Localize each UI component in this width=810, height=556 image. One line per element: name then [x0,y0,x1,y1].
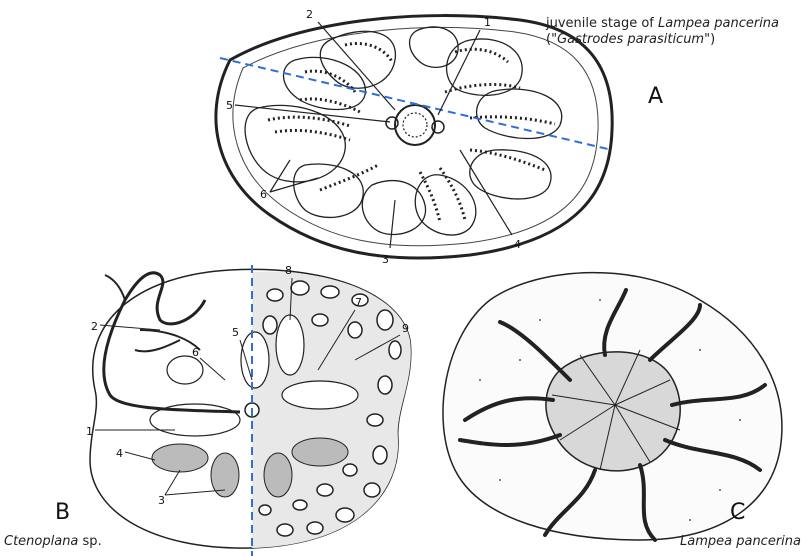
panel-a-label-4: 4 [514,238,521,251]
panel-b-caption-genus: Ctenoplana [4,534,78,549]
panel-b-gonad [292,438,348,466]
panel-b-canal-vesicle [321,286,339,298]
panel-a-caption: juvenile stage of Lampea pancerina ("Gas… [546,16,779,48]
panel-a-caption-open: (" [546,32,557,47]
panel-b-canal-vesicle [378,376,392,394]
panel-b-canal-vesicle [307,522,323,534]
panel-a-caption-close: ") [704,32,715,47]
panel-b-canal-vesicle [317,484,333,496]
panel-b-gonad [264,453,292,497]
panel-c-caption: Lampea pancerina [680,534,801,550]
panel-c-speckle [599,299,601,301]
panel-c-speckle [739,419,741,421]
panel-b-canal-vesicle [263,316,277,334]
panel-a-label-6: 6 [260,188,267,201]
panel-b-organ [241,332,269,388]
panel-b-canal-vesicle [277,524,293,536]
panel-b-label-8: 8 [285,264,292,277]
panel-c-speckle [719,489,721,491]
panel-b-label-4: 4 [116,447,123,460]
panel-b-organ [167,356,203,384]
panel-a-caption-synonym: Gastrodes parasiticum [557,32,704,47]
panel-b-organ [282,381,358,409]
panel-b-label-9: 9 [402,322,409,335]
panel-b-canal-vesicle [348,322,362,338]
panel-b-canal-vesicle [389,341,401,359]
panel-b-canal-vesicle [364,483,380,497]
panel-b-canal-vesicle [312,314,328,326]
panel-b-canal-vesicle [267,289,283,301]
panel-c-caption-species: Lampea pancerina [680,534,801,549]
panel-a-label-2: 2 [306,8,313,21]
panel-b-canal-vesicle [373,446,387,464]
panel-a-stomach [395,105,435,145]
panel-b-label-3: 3 [158,494,165,507]
panel-a-label-1: 1 [484,16,491,29]
panel-b-label-6: 6 [192,346,199,359]
panel-b-caption: Ctenoplana sp. [4,534,102,550]
panel-b-label-7: 7 [355,296,362,309]
panel-b-canal-vesicle [336,508,354,522]
panel-c-letter: C [730,500,745,525]
panel-b-canal-vesicle [259,505,271,515]
panel-c-speckle [539,319,541,321]
panel-b-canal-vesicle [343,464,357,476]
panel-b-canal-vesicle [291,281,309,295]
panel-b-label-2: 2 [91,320,98,333]
panel-c-speckle [499,479,501,481]
panel-b-gonad [152,444,208,472]
panel-b-canal-vesicle [367,414,383,426]
panel-b-letter: B [55,500,70,525]
panel-b-caption-suffix: sp. [78,534,101,549]
panel-a-caption-species: Lampea pancerina [658,16,779,31]
panel-b-organ [276,315,304,375]
panel-c-speckle [689,519,691,521]
panel-c-speckle [479,379,481,381]
panel-c-speckle [699,349,701,351]
panel-b-canal-vesicle [293,500,307,510]
panel-a-label-3: 3 [382,253,389,266]
panel-b-label-1: 1 [86,425,93,438]
panel-c-speckle [519,359,521,361]
panel-a-letter: A [648,84,663,109]
panel-b-canal-vesicle [377,310,393,330]
panel-b-label-5: 5 [232,326,239,339]
panel-b-drawing: 1 2 3 4 5 6 7 8 9 [86,264,411,556]
panel-a-label-5: 5 [226,99,233,112]
panel-a-caption-prefix: juvenile stage of [546,16,658,31]
